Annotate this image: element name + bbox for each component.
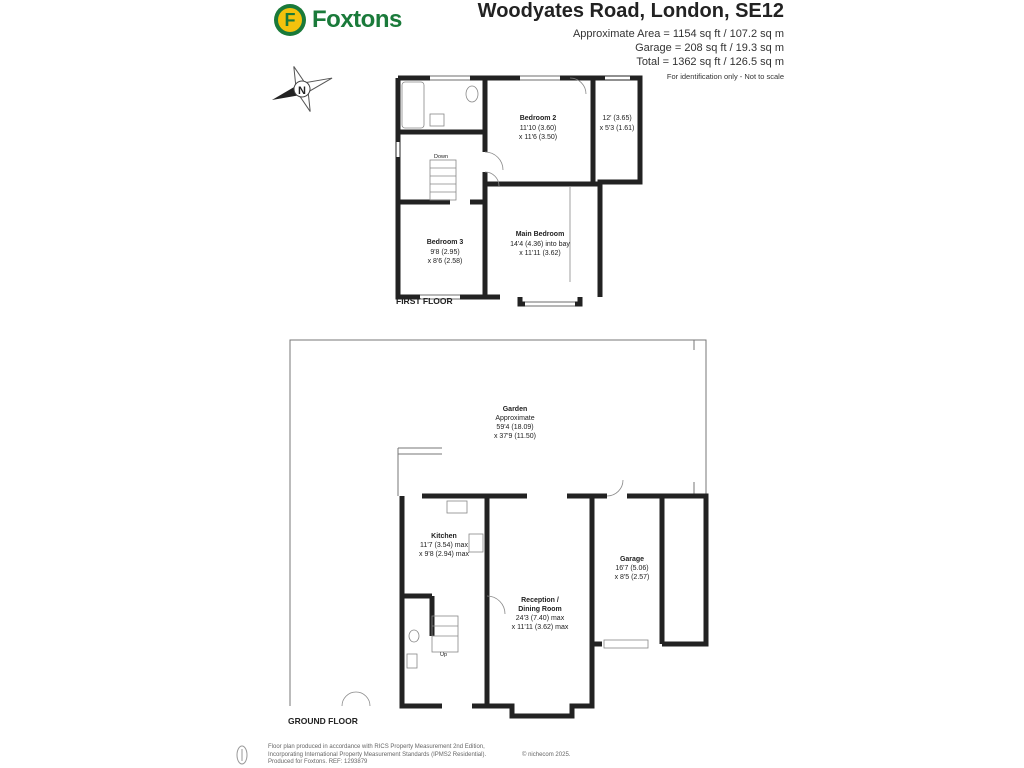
garage-name: Garage (620, 556, 644, 563)
stairs-icon-ground (431, 615, 459, 653)
compass-north-label: N (298, 85, 306, 97)
measurement-standard-icon (236, 745, 248, 765)
footer-text: Floor plan produced in accordance with R… (268, 744, 486, 767)
main-bedroom-name: Main Bedroom (516, 231, 565, 238)
footer-line1: Floor plan produced in accordance with R… (268, 744, 485, 750)
bedroom3-dim1: 9'8 (2.95) (430, 249, 459, 256)
door-arc (484, 151, 504, 171)
garage-area: Garage = 208 sq ft / 19.3 sq m (635, 42, 784, 54)
bedroom2-dim1: 11'10 (3.60) (520, 125, 557, 132)
kitchen-name: Kitchen (431, 533, 457, 540)
foxtons-logo: F Foxtons (274, 2, 404, 38)
property-title: Woodyates Road, London, SE12 (477, 0, 784, 22)
reception-dim2: x 11'11 (3.62) max (512, 624, 569, 631)
bedroom2-dim2: x 11'6 (3.50) (519, 134, 557, 141)
toilet-icon (465, 85, 479, 103)
bedroom3-dim2: x 8'6 (2.58) (428, 258, 463, 265)
garden-dim2: x 37'9 (11.50) (494, 433, 536, 440)
stairs-icon (429, 159, 457, 201)
logo-letter: F (278, 8, 302, 32)
main-bedroom-dim2: x 11'11 (3.62) (519, 250, 561, 257)
approx-area: Approximate Area = 1154 sq ft / 107.2 sq… (572, 28, 784, 40)
logo-wordmark: Foxtons (312, 6, 402, 33)
basin-icon-ground (406, 653, 418, 669)
garden-name: Garden (503, 406, 528, 413)
logo-badge-icon: F (274, 4, 306, 36)
compass-icon: N (271, 66, 333, 112)
main-bedroom-dim1: 14'4 (4.36) into bay (510, 241, 570, 248)
scale-note: For identification only - Not to scale (666, 72, 784, 81)
garden-boundary (289, 339, 707, 706)
garden-dim1: 59'4 (18.09) (496, 424, 533, 431)
up-label: Up (440, 652, 447, 658)
reception-name2: Dining Room (518, 606, 562, 613)
door-arc-reception (486, 595, 506, 615)
reception-dim1: 24'3 (7.40) max (516, 615, 565, 622)
bath-icon (401, 81, 425, 129)
garage-dim1: 16'7 (5.06) (615, 565, 648, 572)
toilet-icon-ground (408, 629, 420, 643)
garage-dim2: x 8'5 (2.57) (615, 574, 650, 581)
reception-name: Reception / (521, 597, 559, 604)
bedroom2-name: Bedroom 2 (520, 115, 557, 122)
ground-floor-label: GROUND FLOOR (288, 716, 358, 726)
total-area: Total = 1362 sq ft / 126.5 sq m (636, 56, 784, 68)
sink-icon (446, 500, 468, 514)
footer-line3: Produced for Foxtons. REF: 1293879 (268, 759, 368, 765)
first-floor-label: FIRST FLOOR (396, 296, 453, 306)
footer-copyright: © nichecom 2025. (522, 752, 571, 758)
kitchen-dim1: 11'7 (3.54) max (420, 542, 468, 549)
hob-icon (468, 533, 484, 553)
house-wall-left (399, 496, 442, 709)
down-label: Down (434, 154, 448, 160)
kitchen-dim2: x 9'8 (2.94) max (419, 551, 469, 558)
garage-door (603, 639, 649, 649)
basin-icon (429, 113, 445, 127)
bedroom3-name: Bedroom 3 (427, 239, 464, 246)
closet-dim2: x 5'3 (1.61) (600, 125, 635, 132)
ground-floor-plan: Garden Approximate 59'4 (18.09) x 37'9 (… (289, 339, 709, 719)
first-floor-plan: Down Bedroom 2 11'10 (3.60) x 11'6 (3.50… (395, 75, 643, 307)
footer-line2: Incorporating International Property Mea… (268, 751, 487, 758)
closet-dim1: 12' (3.65) (602, 115, 631, 122)
garden-line1: Approximate (495, 415, 534, 422)
